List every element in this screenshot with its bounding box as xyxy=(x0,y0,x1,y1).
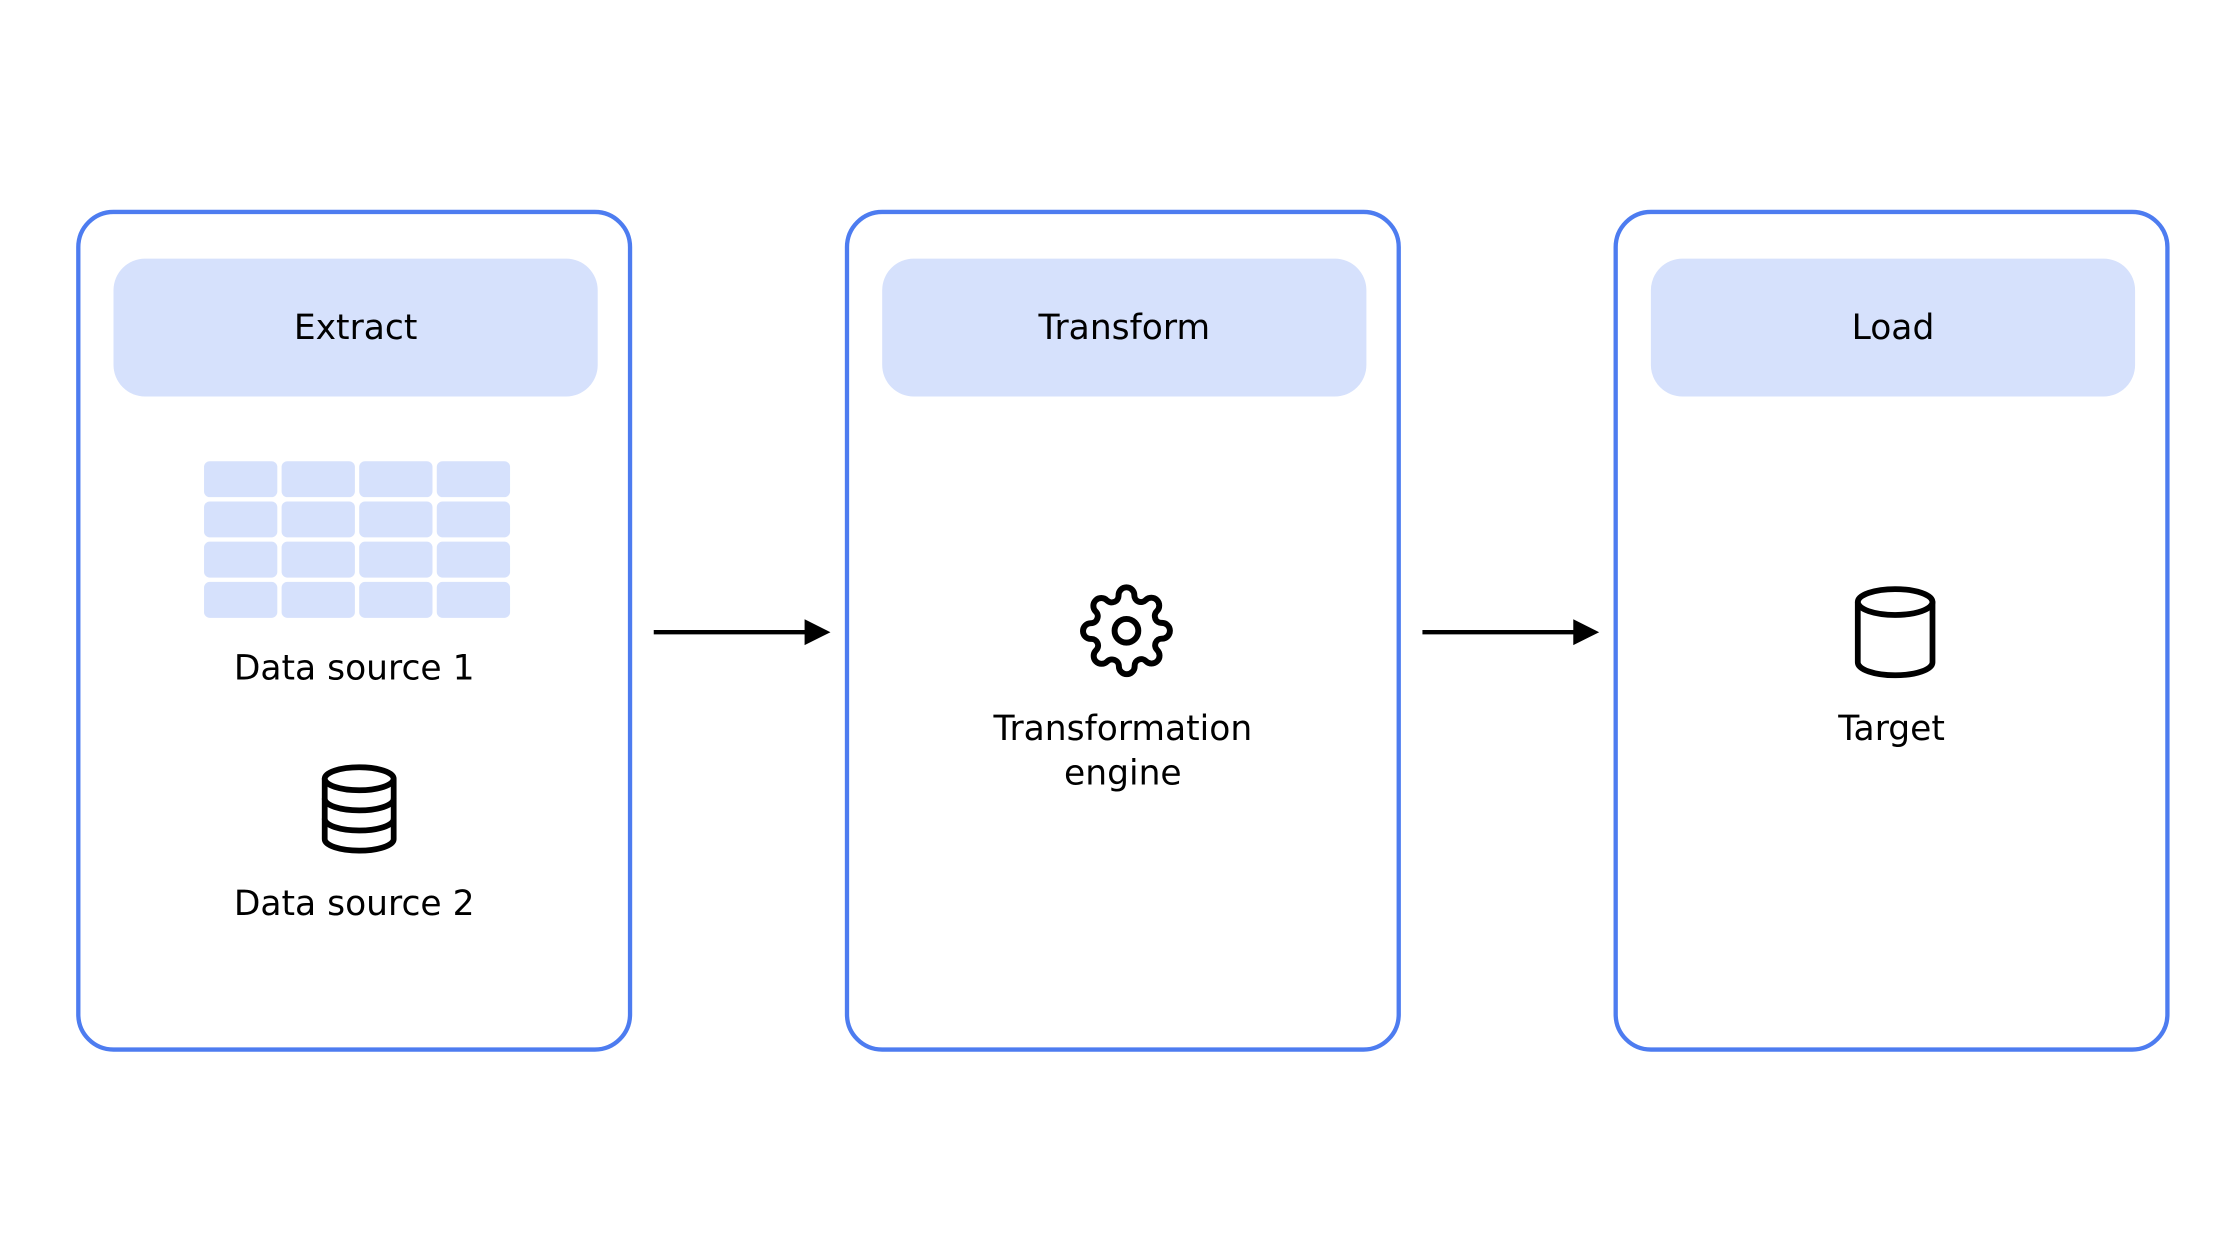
load-title: Load xyxy=(1851,307,1935,348)
arrow-right-icon xyxy=(1422,619,1600,646)
transform-panel: Transform Transformation engine xyxy=(844,209,1401,1052)
table-cell xyxy=(359,461,433,498)
table-cell xyxy=(281,461,355,498)
table-icon xyxy=(204,461,514,623)
table-cell xyxy=(204,541,278,578)
arrow-right-icon xyxy=(653,619,831,646)
load-panel: Load Target xyxy=(1613,209,2170,1052)
table-cell xyxy=(359,581,433,618)
table-cell xyxy=(281,541,355,578)
cylinder-icon xyxy=(1854,586,1936,679)
transform-header: Transform xyxy=(882,258,1367,397)
table-cell xyxy=(204,501,278,538)
load-header: Load xyxy=(1650,258,2136,397)
target-label: Target xyxy=(1838,708,1945,749)
table-cell xyxy=(281,581,355,618)
extract-header: Extract xyxy=(113,258,598,397)
table-cell xyxy=(436,581,511,618)
table-cell xyxy=(436,461,511,498)
extract-panel: Extract Data source 1 xyxy=(76,209,633,1052)
extract-title: Extract xyxy=(293,307,418,348)
transformation-engine-label-line2: engine xyxy=(1064,752,1182,794)
gear-icon xyxy=(1080,584,1173,678)
table-cell xyxy=(359,541,433,578)
transform-title: Transform xyxy=(1038,307,1211,348)
table-cell xyxy=(204,461,278,498)
table-cell xyxy=(436,501,511,538)
table-cell xyxy=(359,501,433,538)
table-cell xyxy=(204,581,278,618)
table-cell xyxy=(281,501,355,538)
data-source-1-label: Data source 1 xyxy=(233,647,475,689)
table-cell xyxy=(436,541,511,578)
transformation-engine-label: Transformation engine xyxy=(849,707,1396,796)
data-source-2-label: Data source 2 xyxy=(233,883,475,924)
transformation-engine-label-line1: Transformation xyxy=(993,708,1253,749)
database-icon xyxy=(321,764,397,854)
